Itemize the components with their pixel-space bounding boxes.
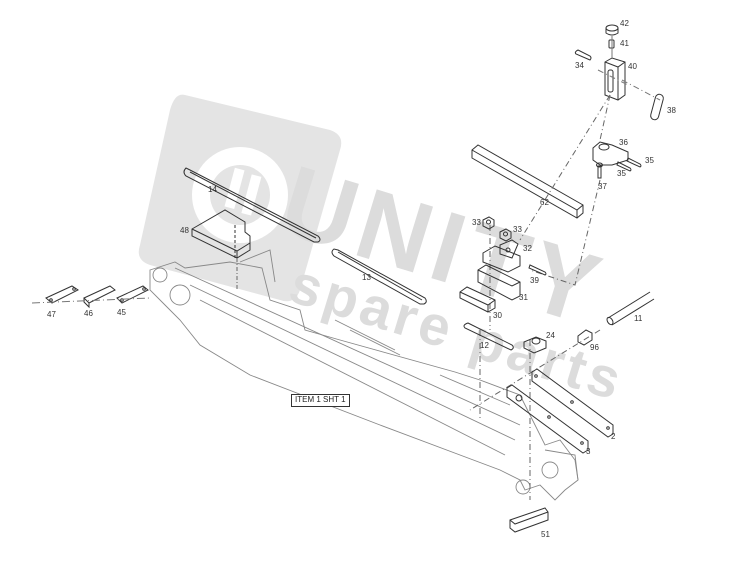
part-label-45[interactable]: 45	[117, 308, 126, 317]
part-30-block	[459, 286, 496, 313]
main-frame	[149, 249, 579, 501]
part-label-31[interactable]: 31	[519, 293, 528, 302]
part-label-42[interactable]: 42	[620, 19, 629, 28]
part-label-39[interactable]: 39	[530, 276, 539, 285]
part-label-33a[interactable]: 33	[472, 218, 481, 227]
part-46-plate	[83, 285, 116, 309]
part-label-30[interactable]: 30	[493, 311, 502, 320]
part-label-51[interactable]: 51	[541, 530, 550, 539]
part-39-pin	[528, 264, 547, 276]
part-label-37[interactable]: 37	[598, 182, 607, 191]
part-48-bracket	[191, 209, 251, 290]
part-label-46[interactable]: 46	[84, 309, 93, 318]
part-label-38[interactable]: 38	[667, 106, 676, 115]
part-37-screw	[596, 162, 603, 179]
part-35-pins	[616, 157, 642, 172]
part-36-clamp	[592, 141, 629, 166]
part-12-rod	[463, 322, 514, 351]
part-label-33b[interactable]: 33	[513, 225, 522, 234]
part-47-plate	[45, 285, 79, 304]
part-label-24[interactable]: 24	[546, 331, 555, 340]
part-32-bracket	[482, 239, 521, 273]
part-label-62[interactable]: 62	[540, 198, 549, 207]
part-label-32[interactable]: 32	[523, 244, 532, 253]
part-label-35b[interactable]: 35	[645, 156, 654, 165]
part-3-plate	[506, 384, 589, 454]
part-label-40[interactable]: 40	[628, 62, 637, 71]
part-label-14[interactable]: 14	[208, 185, 217, 194]
part-62-bar	[471, 144, 584, 219]
part-label-48[interactable]: 48	[180, 226, 189, 235]
part-label-13[interactable]: 13	[362, 273, 371, 282]
part-11-tube	[606, 291, 655, 326]
part-45-plate	[116, 285, 149, 304]
part-label-96[interactable]: 96	[590, 343, 599, 352]
part-14-rod	[183, 167, 321, 243]
part-33-nut-a	[482, 216, 495, 230]
part-label-12[interactable]: 12	[480, 341, 489, 350]
part-31-bracket	[477, 264, 521, 301]
part-label-47[interactable]: 47	[47, 310, 56, 319]
part-label-35a[interactable]: 35	[617, 169, 626, 178]
part-40-block	[604, 57, 626, 101]
part-label-2[interactable]: 2	[611, 432, 616, 441]
part-33-nut-b	[499, 228, 512, 242]
part-38-link	[650, 93, 664, 121]
part-42-cap	[605, 24, 619, 36]
part-label-11[interactable]: 11	[634, 314, 643, 323]
part-label-36[interactable]: 36	[619, 138, 628, 147]
item-reference-box[interactable]: ITEM 1 SHT 1	[291, 394, 350, 407]
part-label-41[interactable]: 41	[620, 39, 629, 48]
part-label-34[interactable]: 34	[575, 61, 584, 70]
part-96-fitting	[577, 329, 593, 346]
part-label-3[interactable]: 3	[586, 447, 591, 456]
part-51-cover	[509, 507, 549, 533]
part-24-mount	[523, 336, 547, 354]
part-13-rod	[331, 248, 427, 305]
part-34-pin	[574, 49, 592, 61]
part-2-plate	[531, 368, 614, 438]
